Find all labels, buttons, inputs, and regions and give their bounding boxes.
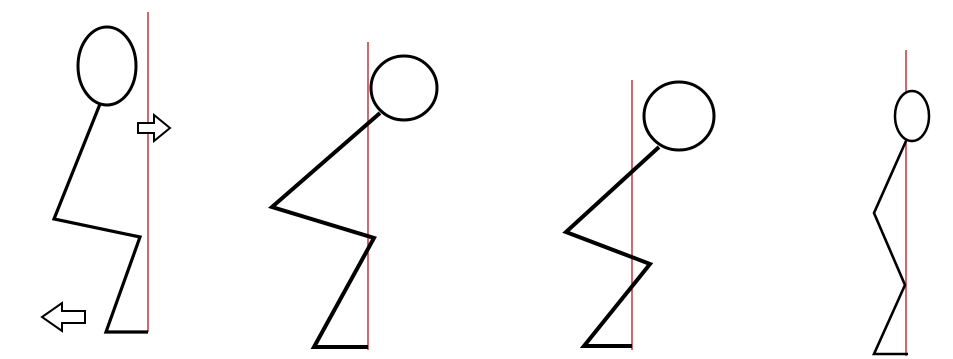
body-line: [566, 147, 659, 346]
stick-figure-4: [874, 50, 929, 356]
stick-figure-1: [42, 12, 170, 332]
head: [895, 91, 929, 141]
right-arrow-icon: [138, 115, 170, 141]
head: [371, 56, 437, 120]
head: [644, 82, 714, 150]
body-line: [874, 141, 908, 354]
stick-figure-2: [272, 42, 437, 350]
body-line: [272, 113, 380, 347]
stick-figure-3: [566, 80, 714, 350]
body-line: [54, 104, 148, 332]
left-arrow-icon: [42, 303, 85, 331]
head: [78, 27, 136, 105]
